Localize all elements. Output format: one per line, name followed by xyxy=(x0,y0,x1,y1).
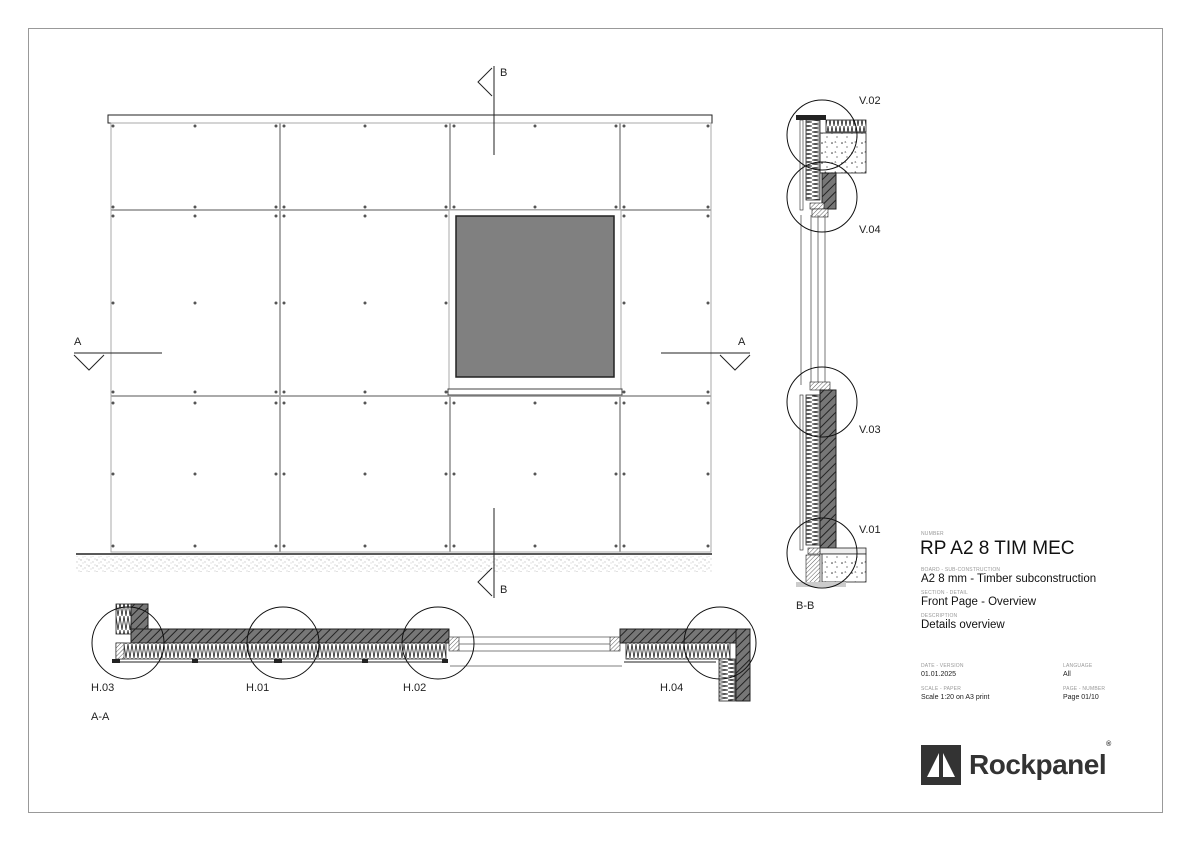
registered-mark: ® xyxy=(1106,741,1111,748)
rockpanel-mountain-icon xyxy=(921,745,961,785)
description-caption: DESCRIPTION xyxy=(921,613,958,619)
detail-label-h02: H.02 xyxy=(403,682,427,694)
date-caption: DATE - VERSION xyxy=(921,663,964,669)
drawing-frame xyxy=(28,28,1163,813)
section-marker-a-right: A xyxy=(738,336,746,348)
section-marker-b-bottom: B xyxy=(500,584,508,596)
section-cut-lines xyxy=(73,66,751,598)
brand-name: Rockpanel® xyxy=(969,741,1111,780)
board-value: A2 8 mm - Timber subconstruction xyxy=(921,573,1097,585)
drawing-number: RP A2 8 TIM MEC xyxy=(920,538,1075,559)
detail-label-h04: H.04 xyxy=(660,682,684,694)
detail-label-v01: V.01 xyxy=(859,524,881,536)
section-marker-b-top: B xyxy=(500,67,508,79)
detail-label-v04: V.04 xyxy=(859,224,881,236)
board-caption: BOARD - SUB-CONSTRUCTION xyxy=(921,567,1001,573)
scale-caption: SCALE - PAPER xyxy=(921,686,962,692)
section-value: Front Page - Overview xyxy=(921,596,1037,608)
page-value: Page 01/10 xyxy=(1063,694,1099,701)
detail-label-h03: H.03 xyxy=(91,682,115,694)
section-caption: SECTION - DETAIL xyxy=(921,590,969,596)
language-caption: LANGUAGE xyxy=(1063,663,1093,669)
facade-elevation xyxy=(76,114,713,572)
vertical-section-b-b xyxy=(786,99,867,589)
detail-label-v03: V.03 xyxy=(859,424,881,436)
section-marker-a-left: A xyxy=(74,336,82,348)
description-value: Details overview xyxy=(921,619,1005,631)
detail-label-v02: V.02 xyxy=(859,95,881,107)
rockpanel-logo: Rockpanel® xyxy=(921,741,1111,786)
horizontal-section-a-a xyxy=(91,603,757,702)
language-value: All xyxy=(1063,671,1071,678)
page-caption: PAGE - NUMBER xyxy=(1063,686,1106,692)
number-caption: NUMBER xyxy=(921,531,944,537)
section-title-b-b: B-B xyxy=(796,600,815,612)
scale-value: Scale 1:20 on A3 print xyxy=(921,694,990,701)
detail-label-h01: H.01 xyxy=(246,682,270,694)
section-title-a-a: A-A xyxy=(91,711,110,723)
date-value: 01.01.2025 xyxy=(921,671,957,678)
